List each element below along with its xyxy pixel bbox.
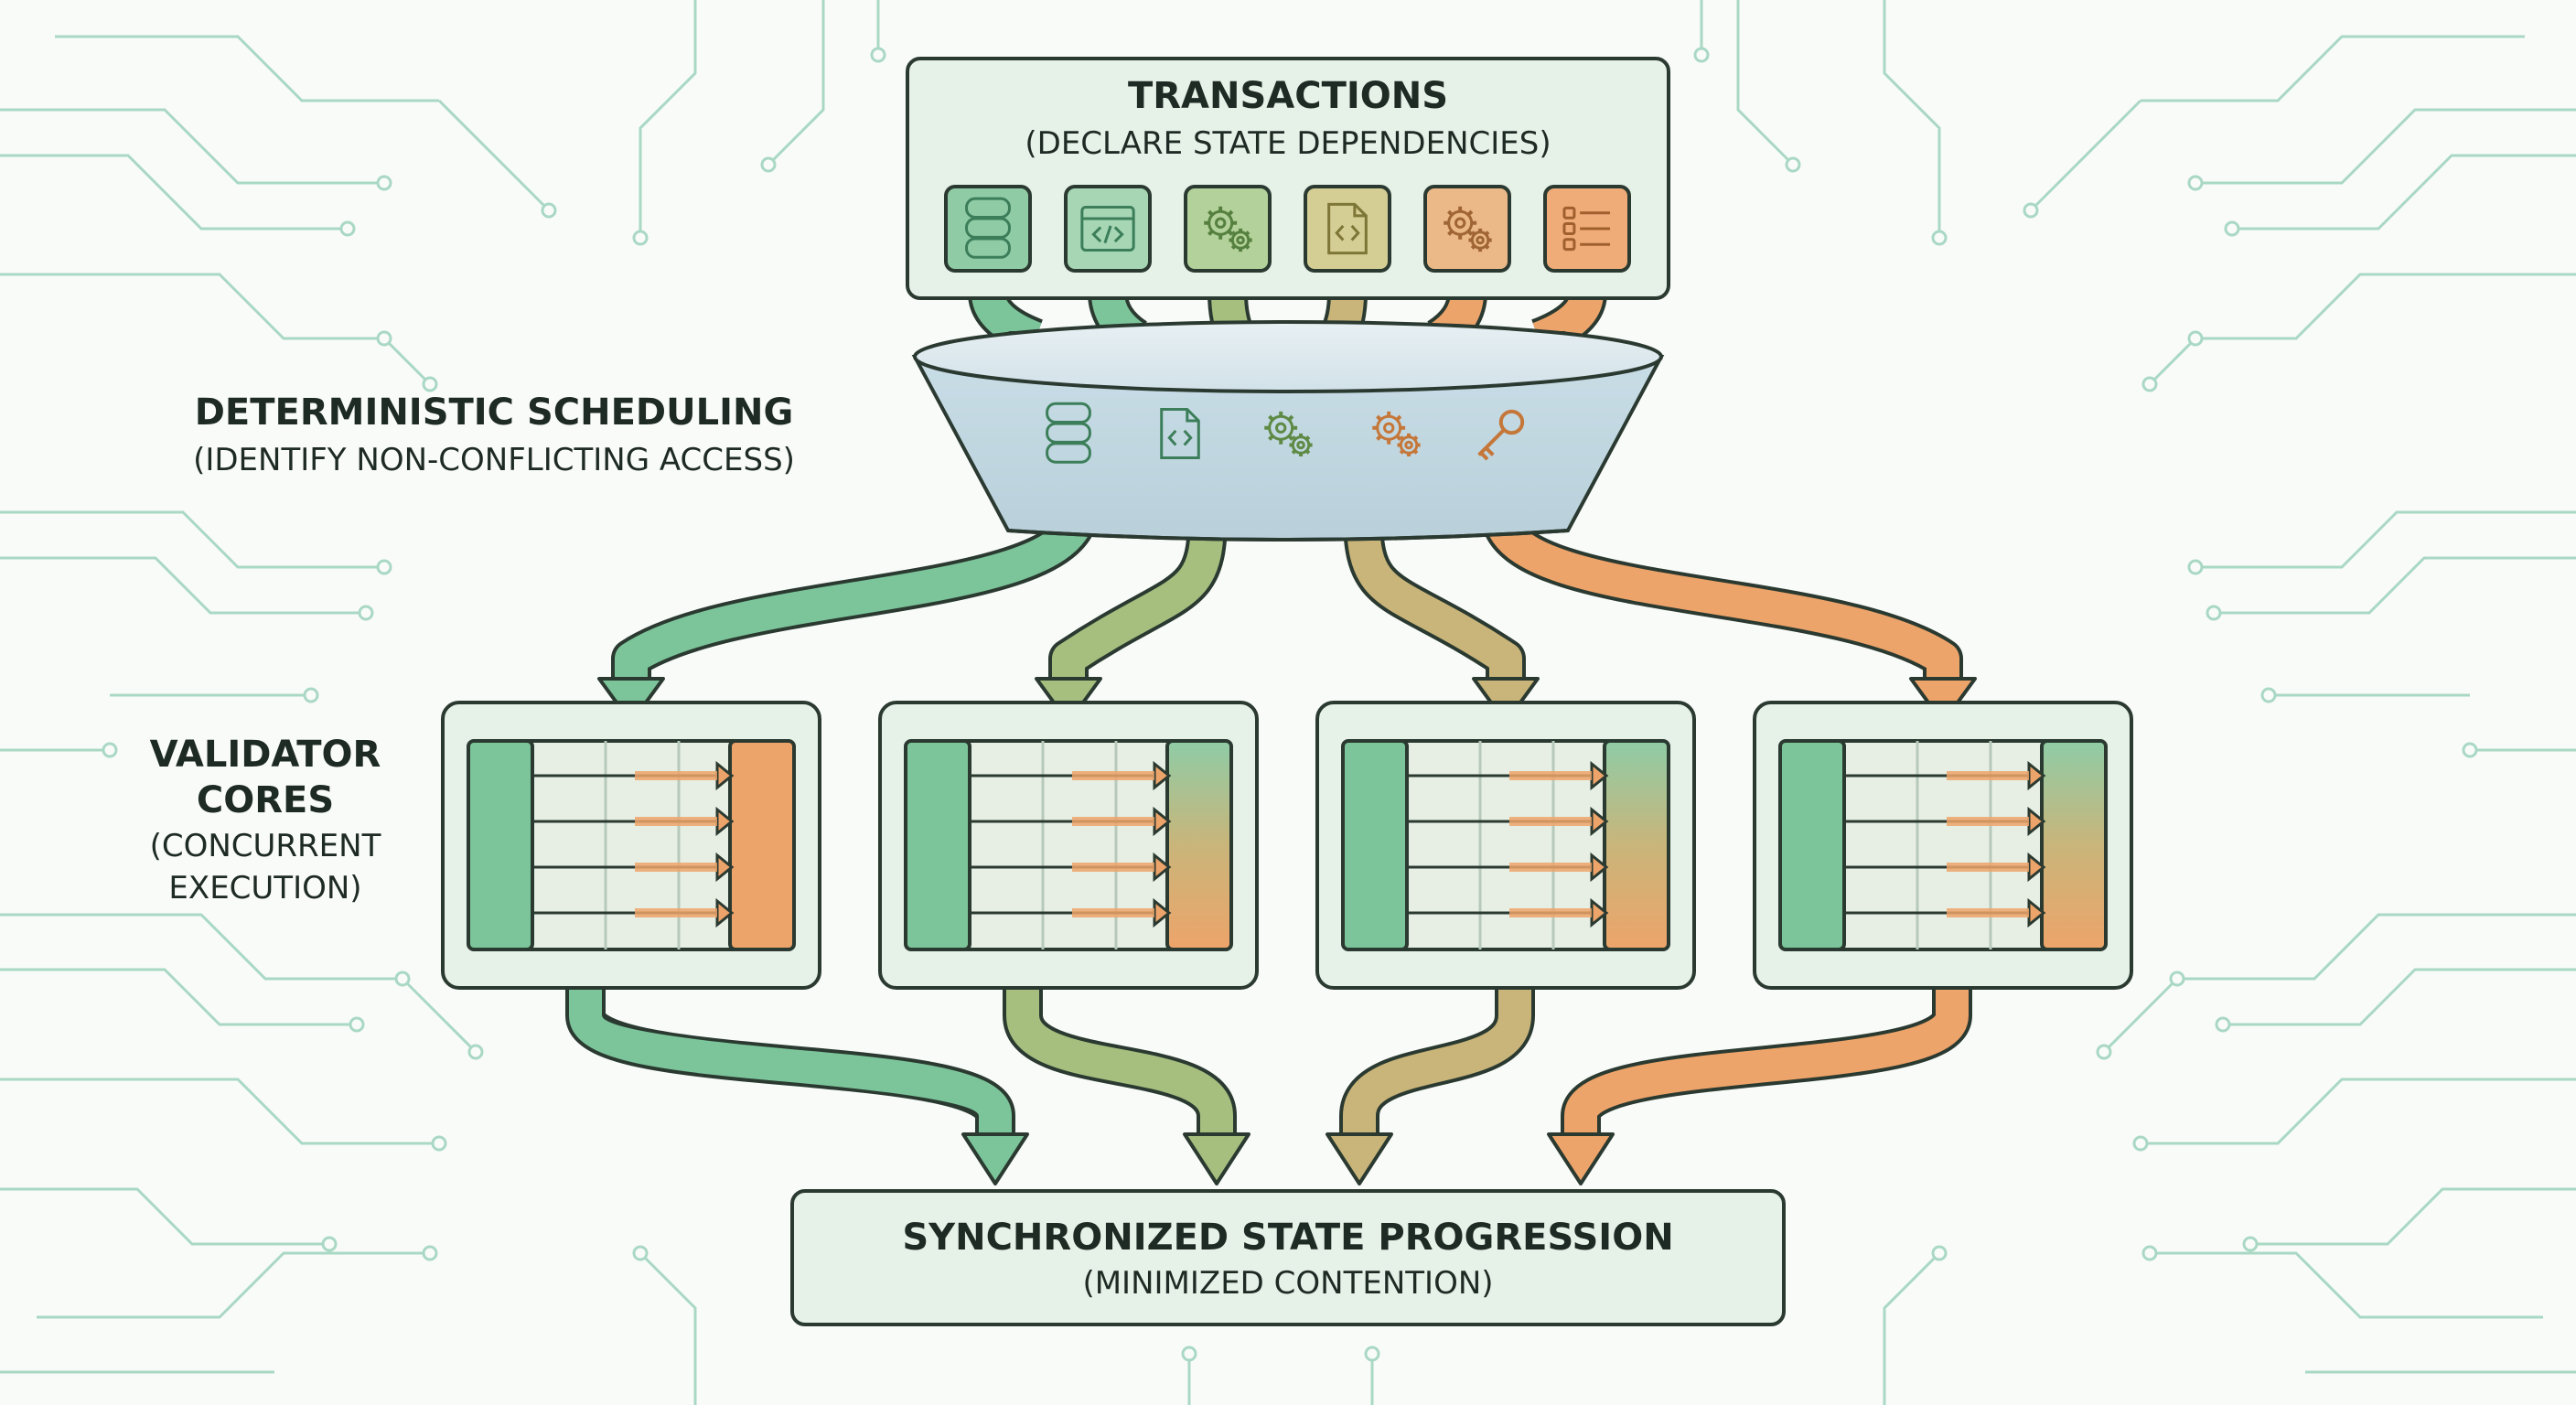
merge-arrow-3	[1339, 979, 1535, 1136]
state-progression-panel: SYNCHRONIZED STATE PROGRESSION (MINIMIZE…	[790, 1189, 1786, 1326]
dispatch-arrow-2	[1048, 516, 1228, 681]
gears-icon	[1423, 185, 1511, 273]
transactions-title: TRANSACTIONS	[1128, 75, 1448, 117]
code-file-icon	[1304, 185, 1391, 273]
validator-subtitle-line-1: (CONCURRENT	[150, 828, 381, 864]
validator-title-line-2: CORES	[197, 779, 334, 821]
key-icon	[1477, 409, 1525, 461]
list-icon	[1543, 185, 1631, 273]
validator-core-2	[878, 701, 1259, 990]
merge-arrow-head-4	[1547, 1132, 1615, 1185]
scheduler-funnel	[911, 320, 1665, 542]
database-icon	[944, 185, 1032, 273]
transaction-icons	[944, 185, 1631, 273]
dispatch-arrow-3	[1343, 516, 1526, 681]
scheduler-icons	[1046, 402, 1525, 464]
scheduling-title: DETERMINISTIC SCHEDULING	[195, 391, 794, 434]
gears-icon	[1184, 185, 1272, 273]
code-file-icon	[1160, 407, 1200, 460]
validator-core-1	[441, 701, 821, 990]
merge-arrow-1	[565, 979, 1015, 1136]
dispatch-arrow-1	[611, 505, 1100, 681]
state-title: SYNCHRONIZED STATE PROGRESSION	[902, 1217, 1673, 1259]
code-window-icon	[1064, 185, 1152, 273]
merge-arrow-head-3	[1326, 1132, 1393, 1185]
validator-title-line-1: VALIDATOR	[150, 734, 381, 776]
validator-core-3	[1315, 701, 1696, 990]
validator-core-4	[1753, 701, 2133, 990]
merge-arrow-2	[1003, 979, 1237, 1136]
transactions-subtitle: (DECLARE STATE DEPENDENCIES)	[1025, 125, 1551, 162]
state-subtitle: (MINIMIZED CONTENTION)	[1082, 1265, 1493, 1302]
validator-cores	[441, 701, 2133, 990]
merge-arrow-head-1	[961, 1132, 1029, 1185]
merge-arrow-4	[1561, 979, 1972, 1136]
transactions-panel: TRANSACTIONS (DECLARE STATE DEPENDENCIES…	[906, 57, 1670, 300]
merge-arrow-head-2	[1183, 1132, 1250, 1185]
scheduling-subtitle: (IDENTIFY NON-CONFLICTING ACCESS)	[193, 442, 795, 478]
gears-icon	[1372, 411, 1421, 457]
validator-subtitle-line-2: EXECUTION)	[168, 870, 361, 906]
database-icon	[1046, 402, 1091, 464]
dispatch-arrow-4	[1480, 509, 1963, 681]
gears-icon	[1264, 411, 1313, 457]
